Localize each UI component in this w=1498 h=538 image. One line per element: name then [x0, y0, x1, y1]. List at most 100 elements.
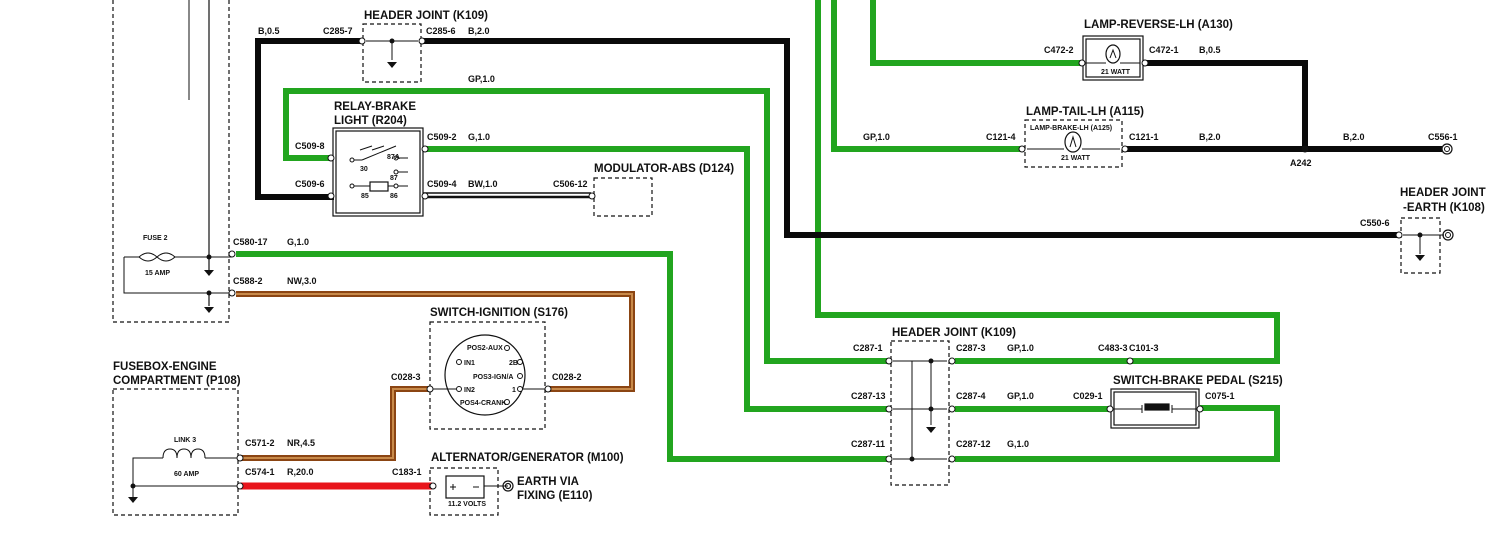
header-earth-title-2: -EARTH (K108): [1403, 202, 1485, 214]
conn-c509-8: C509-8: [295, 141, 325, 151]
lamp-reverse-title: LAMP-REVERSE-LH (A130): [1084, 19, 1233, 31]
wire-green-relay-to-k109: [423, 146, 889, 412]
ign-2b: 2B: [509, 360, 518, 367]
conn-c287-11: C287-11: [851, 439, 885, 449]
wire-g10-relay: G,1.0: [468, 132, 490, 142]
modulator-abs-title: MODULATOR-ABS (D124): [594, 163, 734, 175]
lamp-reverse-lh: 21 WATT LAMP-REVERSE-LH (A130): [1078, 19, 1233, 81]
header-joint-k109-top: HEADER JOINT (K109): [358, 10, 488, 83]
ign-pos3: POS3-IGN/A: [473, 374, 513, 381]
switch-brake-pedal: SWITCH-BRAKE PEDAL (S215): [1106, 357, 1283, 429]
conn-c556-1: C556-1: [1428, 132, 1458, 142]
relay-brake-light: 30 87A 87 85 86 RELAY-BRAKE LIGHT (R204): [327, 101, 429, 217]
wire-green-relay-loop: [283, 88, 889, 364]
wire-b05-left: B,0.5: [258, 26, 280, 36]
conn-c029-1: C029-1: [1073, 391, 1103, 401]
conn-c509-2: C509-2: [427, 132, 457, 142]
header-earth-title-1: HEADER JOINT: [1400, 187, 1486, 199]
wire-b05-rev: B,0.5: [1199, 45, 1221, 55]
conn-c121-4: C121-4: [986, 132, 1016, 142]
relay-pin-85: 85: [361, 193, 369, 200]
alternator-title: ALTERNATOR/GENERATOR (M100): [431, 452, 624, 464]
lamp-reverse-watt: 21 WATT: [1101, 69, 1131, 76]
conn-c509-6: C509-6: [295, 179, 325, 189]
lamp-tail-title: LAMP-TAIL-LH (A115): [1026, 106, 1144, 118]
conn-c075-1: C075-1: [1205, 391, 1235, 401]
conn-c506-12: C506-12: [553, 179, 588, 189]
earth-fixing-title-1: EARTH VIA: [517, 476, 579, 488]
wire-b20-tail: B,2.0: [1199, 132, 1221, 142]
conn-c285-6: C285-6: [426, 26, 456, 36]
fusebox-engine-compartment: LINK 3 60 AMP FUSEBOX-ENGINE COMPARTMENT…: [112, 361, 244, 516]
conn-c287-1: C287-1: [853, 343, 883, 353]
conn-c550-6: C550-6: [1360, 218, 1390, 228]
header-joint-k109-bottom: HEADER JOINT (K109): [885, 327, 1016, 486]
relay-pin-87: 87: [390, 175, 398, 182]
fuse-2-label: FUSE 2: [143, 235, 168, 242]
wire-gp10-tail: GP,1.0: [863, 132, 890, 142]
header-joint-earth-k108: HEADER JOINT -EARTH (K108): [1395, 187, 1486, 274]
lamp-tail-watt: 21 WATT: [1061, 155, 1091, 162]
conn-c287-12: C287-12: [956, 439, 991, 449]
wire-g10-fuse: G,1.0: [287, 237, 309, 247]
relay-brake-title-2: LIGHT (R204): [334, 115, 407, 127]
wire-nr45: NR,4.5: [287, 438, 315, 448]
ign-pos2: POS2-AUX: [467, 345, 503, 352]
header-joint-k109-top-title: HEADER JOINT (K109): [364, 10, 488, 22]
fusebox-engine-title-2: COMPARTMENT (P108): [113, 375, 241, 387]
conn-c287-4: C287-4: [956, 391, 986, 401]
wire-green-tail-lamp: [831, 0, 1022, 152]
fusebox-engine-title-1: FUSEBOX-ENGINE: [113, 361, 217, 373]
switch-brake-pedal-title: SWITCH-BRAKE PEDAL (S215): [1113, 375, 1283, 387]
lamp-brake-inner: LAMP-BRAKE-LH (A125): [1030, 125, 1112, 132]
switch-ignition: POS2-AUX IN1 2B POS3-IGN/A IN2 1 POS4-CR…: [426, 307, 568, 430]
wire-black-reverse-to-splice: [1146, 60, 1308, 149]
conn-c285-7: C285-7: [323, 26, 353, 36]
conn-c580-17: C580-17: [233, 237, 268, 247]
relay-pin-87a: 87A: [387, 154, 400, 161]
lamp-tail-lh: LAMP-BRAKE-LH (A125) 21 WATT LAMP-TAIL-L…: [1018, 106, 1144, 168]
wire-green-fuse-to-k109: [236, 251, 889, 462]
conn-c028-2: C028-2: [552, 372, 582, 382]
wire-brown-link-to-ignition-stripe: [241, 388, 432, 459]
ign-in2: IN2: [464, 387, 475, 394]
modulator-abs: MODULATOR-ABS (D124): [588, 163, 734, 217]
link-3-label: LINK 3: [174, 437, 196, 444]
conn-c509-4: C509-4: [427, 179, 457, 189]
relay-pin-86: 86: [390, 193, 398, 200]
conn-c483-3: C483-3: [1098, 343, 1128, 353]
splice-a242: A242: [1290, 158, 1312, 168]
link-3-rating: 60 AMP: [174, 471, 199, 478]
wire-green-k109-to-switch: [955, 405, 1280, 462]
wire-brown-fuse-to-ignition-stripe: [236, 293, 633, 390]
wire-bw10: BW,1.0: [468, 179, 498, 189]
fusebox-upper: FUSE 2 15 AMP: [112, 0, 236, 323]
conn-c183-1: C183-1: [392, 467, 422, 477]
wire-gp10-hj3: GP,1.0: [1007, 343, 1034, 353]
ign-in1: IN1: [464, 360, 475, 367]
conn-c472-2: C472-2: [1044, 45, 1074, 55]
alternator-generator: 11.2 VOLTS ALTERNATOR/GENERATOR (M100) E…: [429, 452, 624, 516]
wire-gp10-hj4: GP,1.0: [1007, 391, 1034, 401]
fuse-2-rating: 15 AMP: [145, 270, 170, 277]
wire-black-header-to-earth: [422, 38, 1397, 238]
wire-r200: R,20.0: [287, 467, 314, 477]
conn-c101-3: C101-3: [1129, 343, 1159, 353]
wire-green-k109-riser: [815, 0, 1280, 364]
wire-b20-top: B,2.0: [468, 26, 490, 36]
conn-c287-3: C287-3: [956, 343, 986, 353]
switch-ignition-title: SWITCH-IGNITION (S176): [430, 307, 568, 319]
wire-gp10-top: GP,1.0: [468, 74, 495, 84]
relay-brake-title-1: RELAY-BRAKE: [334, 101, 416, 113]
conn-c287-13: C287-13: [851, 391, 886, 401]
conn-c571-2: C571-2: [245, 438, 275, 448]
conn-c028-3: C028-3: [391, 372, 421, 382]
wire-g10-hj12: G,1.0: [1007, 439, 1029, 449]
conn-c588-2: C588-2: [233, 276, 263, 286]
alternator-volts: 11.2 VOLTS: [448, 501, 486, 508]
wire-b20-right: B,2.0: [1343, 132, 1365, 142]
relay-pin-30: 30: [360, 166, 368, 173]
conn-c472-1: C472-1: [1149, 45, 1179, 55]
earth-fixing-title-2: FIXING (E110): [517, 490, 593, 502]
